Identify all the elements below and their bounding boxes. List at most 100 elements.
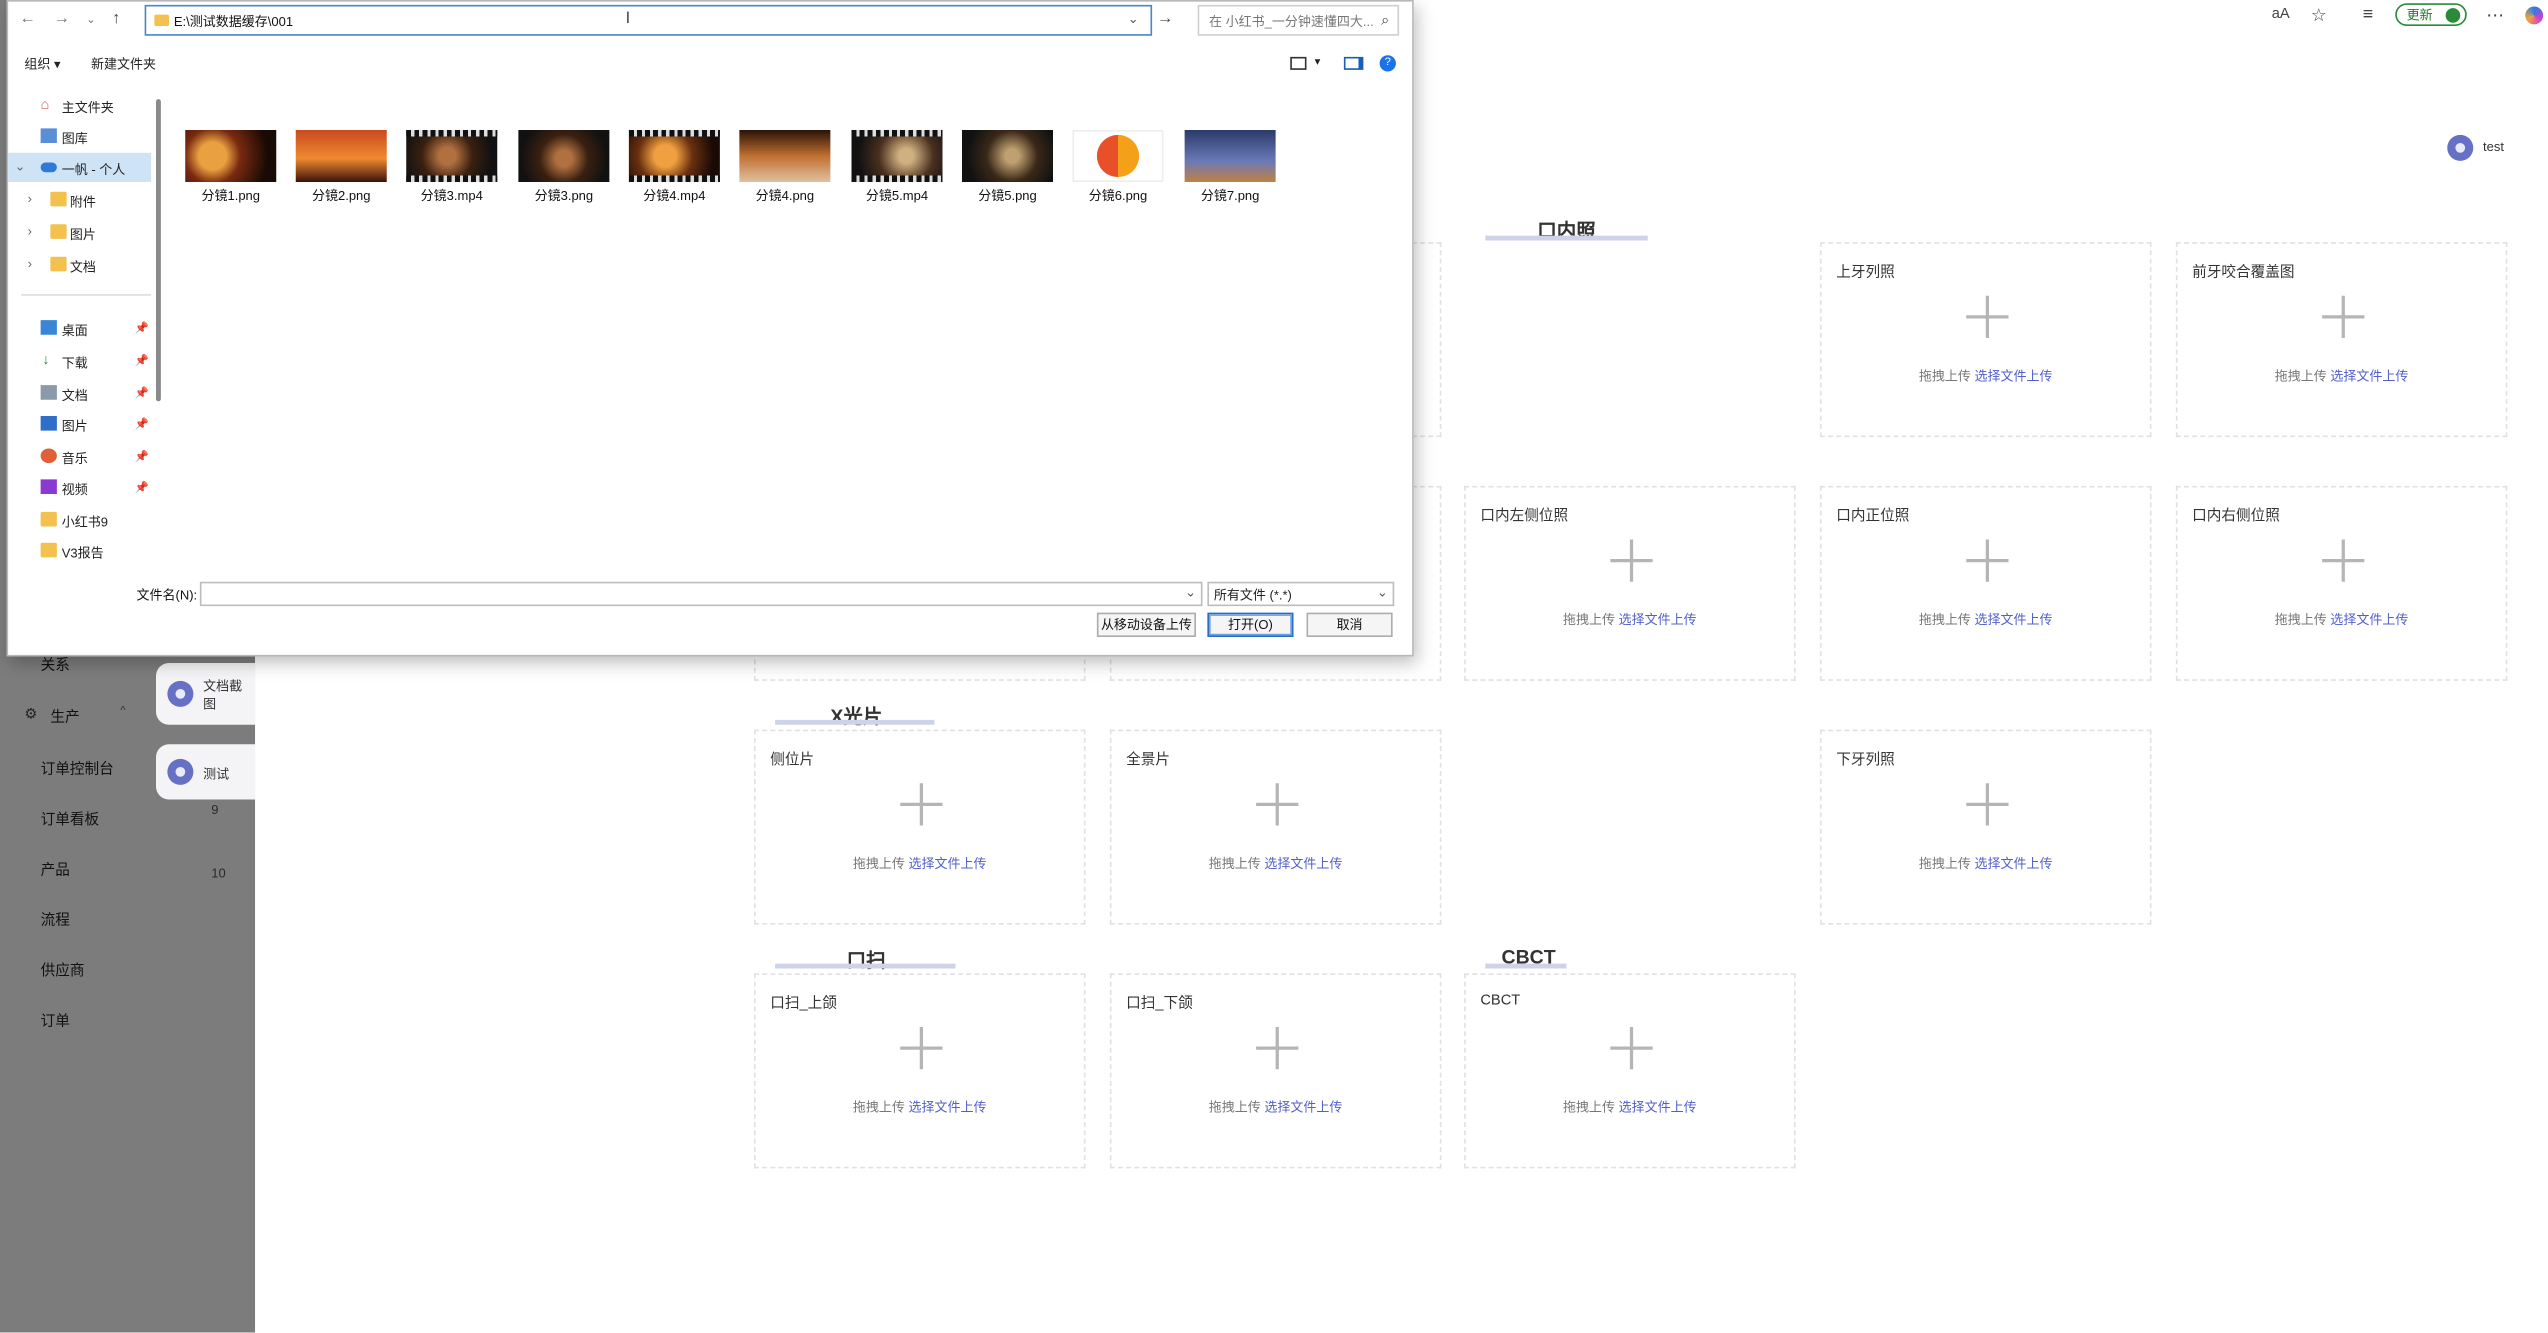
chevron-right-icon[interactable]: › <box>28 257 32 272</box>
chevron-down-icon[interactable]: ⌄ <box>15 159 26 174</box>
upload-card-right-lateral[interactable]: 口内右侧位照 拖拽上传 选择文件上传 <box>2176 486 2508 681</box>
nav-item-attachments[interactable]: ›附件 <box>8 185 151 214</box>
select-file-link[interactable]: 选择文件上传 <box>1264 856 1342 871</box>
upload-card-lower-arch[interactable]: 下牙列照 拖拽上传 选择文件上传 <box>1820 730 2152 925</box>
plus-icon[interactable] <box>1966 783 2008 825</box>
sidebar-item-process[interactable]: 流程 <box>41 908 70 929</box>
file-item[interactable]: 分镜4.png <box>733 130 837 208</box>
file-item[interactable]: 分镜4.mp4 <box>622 130 726 208</box>
chevron-down-icon[interactable]: ▾ <box>1315 55 1321 68</box>
upload-card-frontal[interactable]: 口内正位照 拖拽上传 选择文件上传 <box>1820 486 2152 681</box>
plus-icon[interactable] <box>1256 1027 1298 1069</box>
go-arrow-icon[interactable]: → <box>1157 10 1173 28</box>
sidebar-item-order-board[interactable]: 订单看板 <box>41 808 100 829</box>
chevron-right-icon[interactable]: › <box>28 224 32 239</box>
plus-icon[interactable] <box>1966 296 2008 338</box>
select-file-link[interactable]: 选择文件上传 <box>1619 613 1697 628</box>
file-item[interactable]: 分镜6.png <box>1066 130 1170 208</box>
upload-card-upper-arch[interactable]: 上牙列照 拖拽上传 选择文件上传 <box>1820 242 2152 437</box>
doc-card-screenshot[interactable]: 文档截图 <box>156 663 255 725</box>
select-file-link[interactable]: 选择文件上传 <box>909 1100 987 1115</box>
plus-icon[interactable] <box>2322 540 2364 582</box>
nav-item-desktop[interactable]: 桌面📌 <box>8 314 151 343</box>
favorites-list-icon[interactable]: ≡ <box>2363 5 2373 25</box>
select-file-link[interactable]: 选择文件上传 <box>2330 369 2408 384</box>
select-file-link[interactable]: 选择文件上传 <box>2330 613 2408 628</box>
nav-item-v3-report[interactable]: V3报告 <box>8 536 151 565</box>
sidebar-item-order[interactable]: 订单 <box>41 1009 70 1030</box>
forward-arrow-icon[interactable]: → <box>54 10 70 28</box>
nav-item-onedrive[interactable]: ⌄一帆 - 个人 <box>8 153 151 182</box>
upload-card-cephalometric[interactable]: 侧位片 拖拽上传 选择文件上传 <box>754 730 1086 925</box>
select-file-link[interactable]: 选择文件上传 <box>909 856 987 871</box>
chevron-down-icon[interactable]: ⌄ <box>1185 585 1196 600</box>
view-icon[interactable] <box>1290 57 1306 70</box>
favorite-star-icon[interactable]: ☆ <box>2311 5 2327 26</box>
cancel-button[interactable]: 取消 <box>1307 613 1393 637</box>
sidebar-item-order-console[interactable]: 订单控制台 <box>41 757 114 778</box>
sidebar-item-product[interactable]: 产品 <box>41 858 70 879</box>
file-item[interactable]: 分镜3.mp4 <box>400 130 504 208</box>
nav-item-xiaohongshu[interactable]: 小红书9 <box>8 505 151 534</box>
back-arrow-icon[interactable]: ← <box>20 10 36 28</box>
filetype-select[interactable]: 所有文件 (*.*) ⌄ <box>1207 582 1394 606</box>
copilot-icon[interactable] <box>2525 7 2543 25</box>
nav-item-docs[interactable]: 文档📌 <box>8 379 151 408</box>
plus-icon[interactable] <box>1256 783 1298 825</box>
up-arrow-icon[interactable]: ↑ <box>112 10 120 28</box>
search-input[interactable]: 在 小红书_一分钟速懂四大... ⌕ <box>1198 5 1400 36</box>
select-file-link[interactable]: 选择文件上传 <box>1975 856 2053 871</box>
plus-icon[interactable] <box>900 783 942 825</box>
mobile-upload-button[interactable]: 从移动设备上传 <box>1097 613 1196 637</box>
file-item[interactable]: 分镜1.png <box>179 130 283 208</box>
address-bar[interactable]: E:\测试数据缓存\001 I ⌄ <box>145 5 1153 36</box>
new-folder-button[interactable]: 新建文件夹 <box>91 55 156 73</box>
preview-pane-icon[interactable] <box>1344 57 1364 70</box>
nav-item-music[interactable]: 音乐📌 <box>8 442 151 471</box>
help-icon[interactable]: ? <box>1380 55 1396 71</box>
nav-item-pictures[interactable]: ›图片 <box>8 218 151 247</box>
filename-input[interactable]: ⌄ <box>200 582 1203 606</box>
nav-item-downloads[interactable]: ↓下载📌 <box>8 346 151 375</box>
scrollbar[interactable] <box>156 99 161 401</box>
nav-item-gallery[interactable]: 图库 <box>8 122 151 151</box>
open-button[interactable]: 打开(O) <box>1207 613 1293 637</box>
plus-icon[interactable] <box>1610 540 1652 582</box>
file-item[interactable]: 分镜5.mp4 <box>845 130 949 208</box>
user-avatar[interactable] <box>2447 135 2473 161</box>
chevron-down-icon[interactable]: ⌄ <box>86 13 96 26</box>
sidebar-item-production[interactable]: 生产 <box>50 705 79 726</box>
nav-item-images[interactable]: 图片📌 <box>8 410 151 439</box>
search-icon[interactable]: ⌕ <box>1381 11 1389 29</box>
more-icon[interactable]: ⋯ <box>2486 5 2504 26</box>
address-path[interactable]: E:\测试数据缓存\001 <box>174 13 293 31</box>
chevron-down-icon[interactable]: ⌄ <box>1377 585 1388 600</box>
file-item[interactable]: 分镜5.png <box>956 130 1060 208</box>
doc-card-test[interactable]: 测试 <box>156 744 255 799</box>
chevron-down-icon[interactable]: ⌄ <box>1128 11 1139 26</box>
select-file-link[interactable]: 选择文件上传 <box>1264 1100 1342 1115</box>
upload-card-anterior-overbite[interactable]: 前牙咬合覆盖图 拖拽上传 选择文件上传 <box>2176 242 2508 437</box>
plus-icon[interactable] <box>900 1027 942 1069</box>
upload-card-scan-lower[interactable]: 口扫_下颌 拖拽上传 选择文件上传 <box>1110 973 1442 1168</box>
chevron-up-icon[interactable]: ^ <box>120 705 125 716</box>
select-file-link[interactable]: 选择文件上传 <box>1619 1100 1697 1115</box>
file-item[interactable]: 分镜3.png <box>512 130 616 208</box>
nav-item-videos[interactable]: 视频📌 <box>8 473 151 502</box>
plus-icon[interactable] <box>1610 1027 1652 1069</box>
nav-item-home[interactable]: ⌂主文件夹 <box>8 91 151 120</box>
nav-item-documents[interactable]: ›文档 <box>8 250 151 279</box>
upload-card-scan-upper[interactable]: 口扫_上颌 拖拽上传 选择文件上传 <box>754 973 1086 1168</box>
sidebar-item-supplier[interactable]: 供应商 <box>41 959 85 980</box>
upload-card-left-lateral[interactable]: 口内左侧位照 拖拽上传 选择文件上传 <box>1464 486 1796 681</box>
read-aloud-icon[interactable]: aA <box>2272 5 2290 21</box>
select-file-link[interactable]: 选择文件上传 <box>1975 369 2053 384</box>
file-item[interactable]: 分镜7.png <box>1178 130 1282 208</box>
chevron-right-icon[interactable]: › <box>28 192 32 207</box>
upload-card-cbct[interactable]: CBCT 拖拽上传 选择文件上传 <box>1464 973 1796 1168</box>
select-file-link[interactable]: 选择文件上传 <box>1975 613 2053 628</box>
plus-icon[interactable] <box>1966 540 2008 582</box>
upload-card-panoramic[interactable]: 全景片 拖拽上传 选择文件上传 <box>1110 730 1442 925</box>
file-item[interactable]: 分镜2.png <box>289 130 393 208</box>
update-button[interactable]: 更新 <box>2395 3 2467 26</box>
